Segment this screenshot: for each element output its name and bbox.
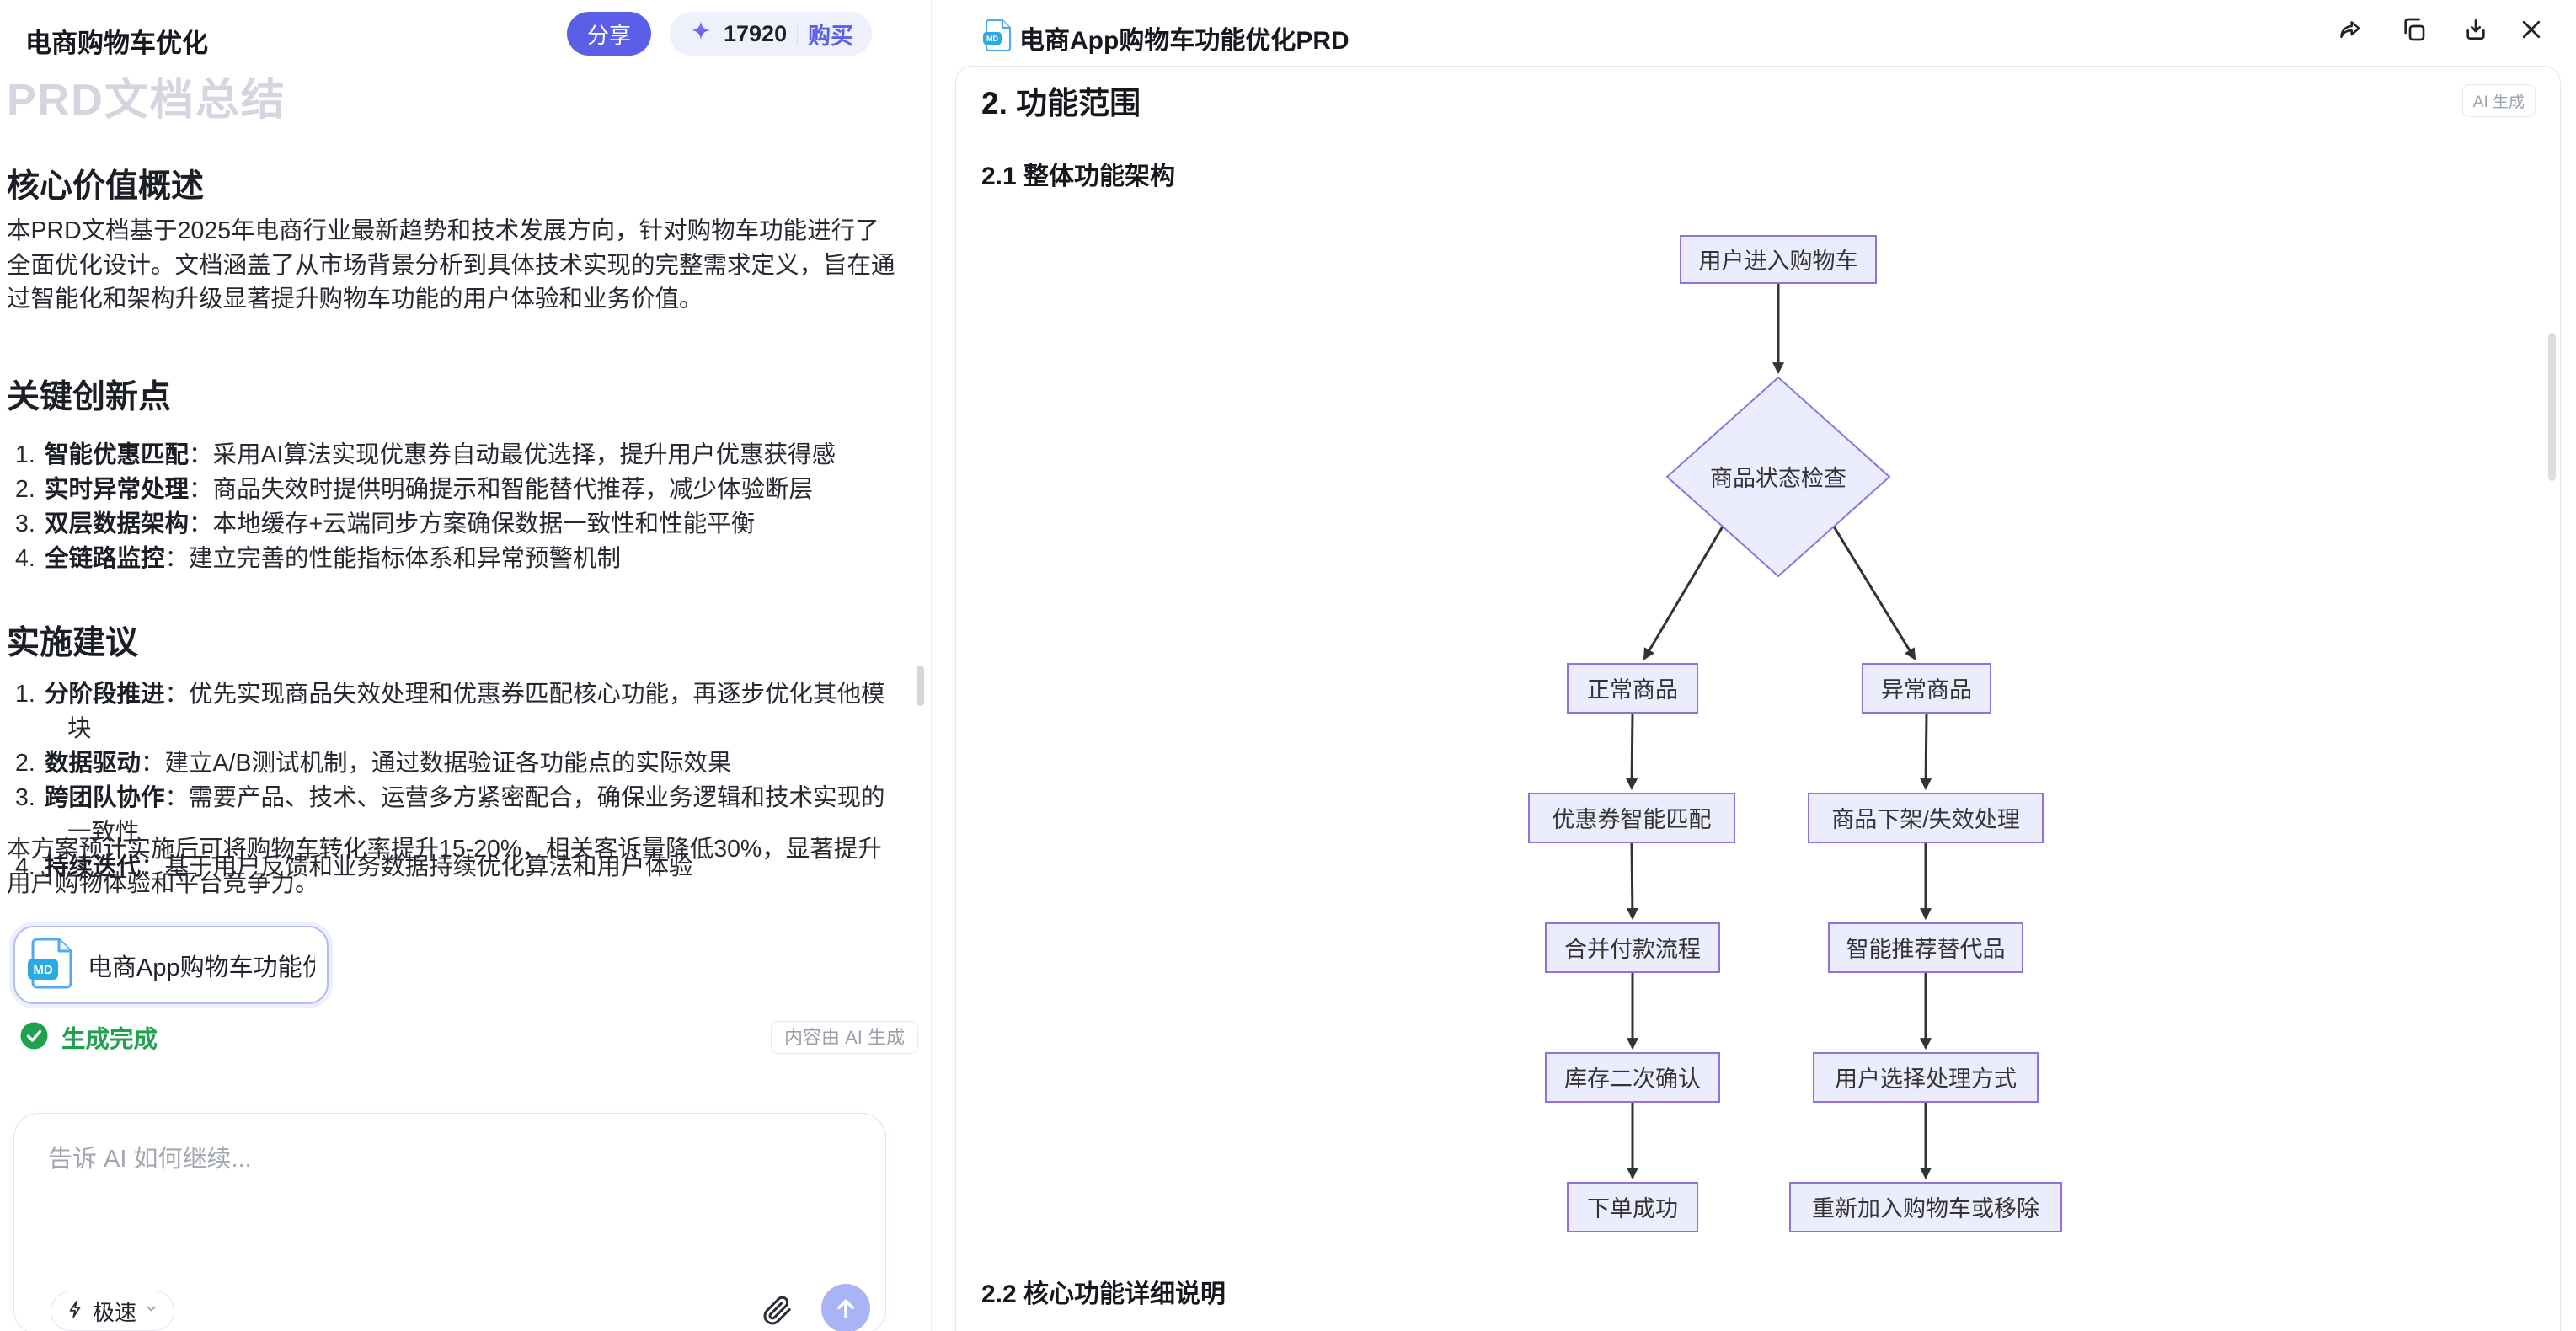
svg-text:库存二次确认: 库存二次确认 [1564, 1066, 1701, 1092]
svg-text:下单成功: 下单成功 [1587, 1196, 1678, 1221]
points-value: 17920 [724, 20, 788, 46]
flow-edge-check-abnormal [1832, 526, 1916, 660]
document-title: 电商App购物车功能优化PRD [1019, 27, 1349, 55]
chevron-down-icon [144, 1302, 158, 1320]
attachment-card[interactable]: MD 电商App购物车功能优... [13, 926, 329, 1004]
doc-subsection-2: 2.2 核心功能详细说明 [981, 1280, 1227, 1308]
send-button[interactable] [821, 1284, 870, 1331]
attach-file-button[interactable] [760, 1294, 795, 1329]
flow-node-normal: 正常商品 [1567, 663, 1698, 714]
core-value-heading: 核心价值概述 [7, 168, 205, 205]
conclusion-paragraph: 本方案预计实施后可将购物车转化率提升15-20%，相关客诉量降低30%，显著提升… [7, 836, 882, 897]
chat-header: 电商购物车优化 分享 17920 购买 [0, 0, 931, 74]
generation-status: 生成完成 [20, 1020, 158, 1055]
buy-button[interactable]: 购买 [808, 23, 854, 49]
doc-section-heading: 2. 功能范围 [981, 86, 1141, 120]
svg-text:异常商品: 异常商品 [1881, 677, 1972, 703]
close-icon [2522, 20, 2541, 39]
suggestions-heading: 实施建议 [7, 625, 139, 661]
share-icon [2340, 21, 2360, 39]
conversation-title: 电商购物车优化 [25, 29, 208, 58]
svg-text:优惠券智能匹配: 优惠券智能匹配 [1553, 807, 1712, 832]
doc-file-icon: MD [982, 19, 1013, 56]
list-item: 4.持续迭代：基于用户反馈和业务数据持续优化算法和用户体验 [15, 853, 693, 880]
flow-node-coupon: 优惠券智能匹配 [1528, 793, 1735, 843]
download-icon [2466, 19, 2485, 40]
doc-ai-generated-badge: AI 生成 [2461, 84, 2536, 117]
flow-edges [1626, 283, 1932, 1180]
list-item: 2.实时异常处理：商品失效时提供明确提示和智能替代推荐，减少体验断层 [15, 476, 814, 503]
attachment-filename: 电商App购物车功能优... [88, 954, 315, 981]
paperclip-icon [763, 1296, 791, 1324]
sparkle-icon [688, 19, 713, 49]
chat-scrollbar-thumb[interactable] [917, 666, 924, 706]
flow-node-offshelf: 商品下架/失效处理 [1808, 793, 2044, 843]
svg-text:商品状态检查: 商品状态检查 [1710, 466, 1846, 491]
doc-scrollbar-thumb[interactable] [2548, 333, 2556, 481]
mode-selector[interactable]: 极速 [51, 1291, 175, 1331]
list-item: 1.分阶段推进：优先实现商品失效处理和优惠券匹配核心功能，再逐步优化其他模块 [15, 681, 885, 742]
list-item: 3.双层数据架构：本地缓存+云端同步方案确保数据一致性和性能平衡 [15, 510, 756, 537]
status-done-label: 生成完成 [61, 1026, 158, 1053]
svg-text:合并付款流程: 合并付款流程 [1564, 937, 1701, 962]
doc-copy-button[interactable] [2394, 10, 2433, 49]
svg-text:用户选择处理方式: 用户选择处理方式 [1835, 1066, 2017, 1092]
flow-node-success: 下单成功 [1567, 1182, 1698, 1232]
flow-node-enter: 用户进入购物车 [1680, 235, 1877, 284]
points-balance-pill[interactable]: 17920 购买 [670, 12, 873, 56]
check-circle-icon [20, 1022, 48, 1054]
list-item: 2.数据驱动：建立A/B测试机制，通过数据验证各功能点的实际效果 [15, 750, 732, 777]
share-button[interactable]: 分享 [567, 12, 651, 56]
ai-generated-note: 内容由 AI 生成 [771, 1021, 919, 1054]
svg-text:重新加入购物车或移除: 重新加入购物车或移除 [1812, 1196, 2039, 1221]
flow-node-rejoin: 重新加入购物车或移除 [1789, 1182, 2062, 1232]
scrolled-section-title: PRD文档总结 [7, 76, 286, 125]
innovations-list: 1.智能优惠匹配：采用AI算法实现优惠券自动最优选择，提升用户优惠获得感 2.实… [7, 438, 903, 576]
arrow-up-icon [837, 1299, 854, 1318]
list-item: 1.智能优惠匹配：采用AI算法实现优惠券自动最优选择，提升用户优惠获得感 [15, 441, 836, 468]
list-item: 4.全链路监控：建立完善的性能指标体系和异常预警机制 [15, 545, 622, 572]
svg-text:智能推荐替代品: 智能推荐替代品 [1846, 937, 2006, 962]
document-panel: MD 电商App购物车功能优化PRD 2. 功能范围 AI 生成 2.1 整体功… [932, 0, 2576, 1331]
flow-node-abnormal: 异常商品 [1862, 663, 1991, 714]
doc-close-button[interactable] [2512, 10, 2551, 49]
doc-subsection-1: 2.1 整体功能架构 [981, 163, 1176, 190]
flow-edge-abnormal-offshelf [1920, 712, 1932, 791]
list-item: 3.跨团队协作：需要产品、技术、运营多方紧密配合，确保业务逻辑和技术实现的一致性 [15, 784, 885, 846]
svg-text:MD: MD [33, 963, 52, 977]
svg-text:正常商品: 正常商品 [1587, 677, 1678, 703]
composer-box: 极速 [13, 1113, 886, 1331]
md-file-icon: MD [27, 937, 76, 993]
flow-edge-coupon-payment [1626, 842, 1638, 921]
mode-label: 极速 [93, 1299, 137, 1325]
flow-node-stock: 库存二次确认 [1545, 1052, 1720, 1103]
message-input[interactable] [35, 1125, 843, 1264]
doc-share-button[interactable] [2332, 10, 2370, 49]
lightning-icon [67, 1299, 85, 1323]
suggestions-list: 1.分阶段推进：优先实现商品失效处理和优惠券匹配核心功能，再逐步优化其他模块 2… [7, 677, 903, 885]
flow-node-check: 商品状态检查 [1665, 376, 1891, 578]
chat-panel: PRD文档总结 电商购物车优化 分享 17920 购买 核心价值概述 [0, 0, 932, 1331]
flow-edge-normal-coupon [1626, 712, 1638, 791]
pill-divider [797, 23, 799, 45]
svg-text:MD: MD [986, 35, 998, 43]
flow-edge-check-normal [1643, 526, 1724, 660]
innovations-heading: 关键创新点 [7, 379, 172, 415]
flow-node-choose: 用户选择处理方式 [1813, 1052, 2039, 1103]
doc-download-button[interactable] [2456, 10, 2495, 49]
svg-text:用户进入购物车: 用户进入购物车 [1699, 249, 1858, 274]
flow-node-recommend: 智能推荐替代品 [1828, 922, 2023, 973]
core-value-paragraph: 本PRD文档基于2025年电商行业最新趋势和技术发展方向，针对购物车功能进行了全… [7, 217, 895, 313]
svg-text:商品下架/失效处理: 商品下架/失效处理 [1831, 807, 2020, 832]
flow-node-payment: 合并付款流程 [1545, 922, 1720, 973]
copy-icon [2404, 18, 2425, 41]
